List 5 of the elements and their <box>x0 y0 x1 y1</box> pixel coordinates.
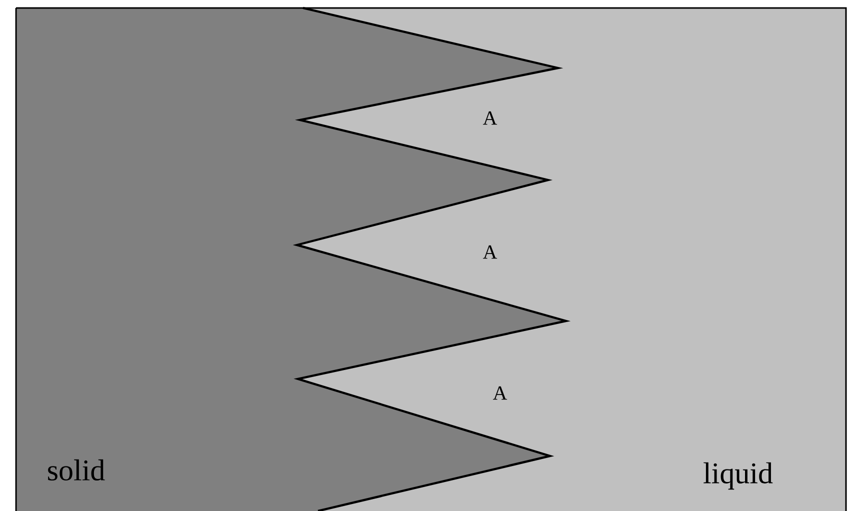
region-label: A <box>492 386 508 400</box>
region-label: A <box>482 111 498 125</box>
phase-label: liquid <box>704 462 773 490</box>
region-label: A <box>482 245 498 259</box>
phase-label: solid <box>48 459 105 481</box>
